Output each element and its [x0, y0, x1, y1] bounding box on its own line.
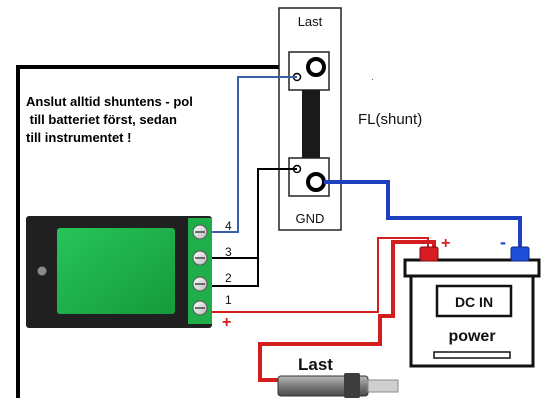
red-thin-wire: [212, 237, 429, 313]
terminal-label-2: 2: [225, 271, 232, 285]
battery-base-strip: [433, 351, 511, 359]
blue-sense-wire: [210, 76, 297, 233]
red-load-wire: [258, 240, 436, 382]
load-label: Last: [298, 355, 333, 374]
meter-display: [57, 228, 175, 314]
load-sensor: [277, 373, 399, 398]
load-sensor-cap: [344, 373, 360, 398]
shunt-resistor-bar: [302, 90, 320, 158]
battery-plus-post: [419, 246, 439, 262]
black-load-wire: [16, 65, 297, 398]
battery-label-box: [435, 284, 513, 318]
battery-label-power: power: [448, 328, 495, 345]
battery-label-dc-in: DC IN: [455, 294, 493, 310]
instruction-line-2: till batteriet först, sedan: [26, 112, 177, 127]
battery-minus-post: [510, 246, 530, 262]
terminal-plus-sign: +: [222, 314, 231, 331]
blue-ground-wire: [324, 180, 522, 252]
battery-lid: [403, 258, 541, 278]
terminal-label-3: 3: [225, 245, 232, 259]
instruction-text: Anslut alltid shuntens - pol till batter…: [26, 94, 193, 145]
battery: DC IN power: [403, 246, 541, 368]
terminal-screw-4: [192, 224, 208, 240]
terminal-screw-3: [192, 250, 208, 266]
shunt-bottom-bolt: [306, 172, 326, 192]
instruction-line-1: Anslut alltid shuntens - pol: [26, 94, 193, 109]
meter-mount-hole: [37, 266, 47, 276]
terminal-screw-1: [192, 300, 208, 316]
meter: [26, 216, 212, 328]
terminal-screw-2: [192, 276, 208, 292]
load-sensor-lead: [367, 379, 399, 393]
shunt-bottom-label: GND: [296, 211, 325, 226]
shunt: Last GND: [278, 7, 342, 231]
terminal-label-1: 1: [225, 293, 232, 307]
black-sense-wire-3: [210, 168, 297, 259]
black-sense-wire-2: [210, 258, 259, 287]
battery-plus-sign: +: [441, 235, 450, 252]
shunt-top-bolt: [306, 57, 326, 77]
terminal-label-4: 4: [225, 219, 232, 233]
battery-minus-sign: -: [500, 232, 506, 252]
stray-dot: .: [371, 72, 374, 83]
instruction-line-3: till instrumentet !: [26, 130, 131, 145]
shunt-top-label: Last: [298, 14, 323, 29]
shunt-name-label: FL(shunt): [358, 111, 422, 128]
